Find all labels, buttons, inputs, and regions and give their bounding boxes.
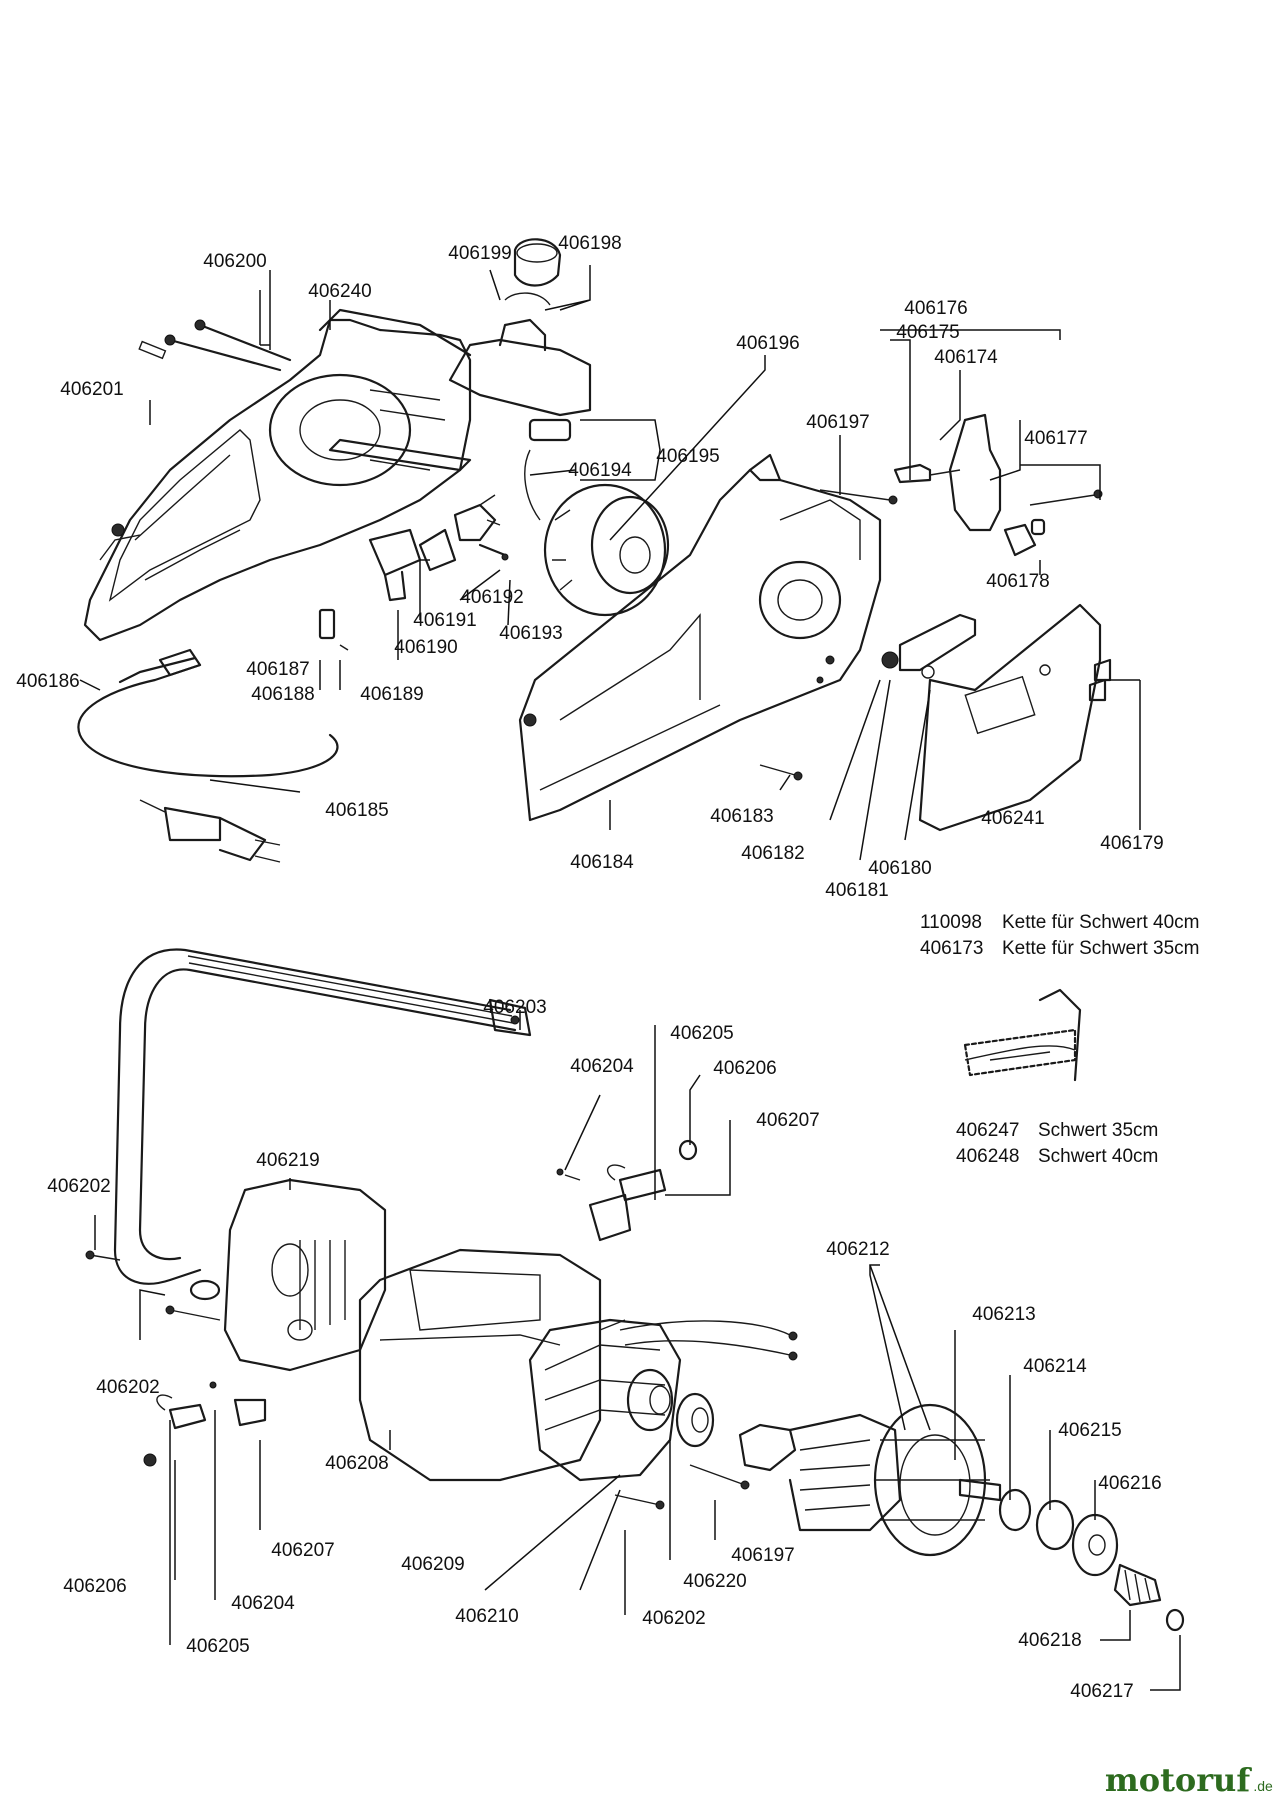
part-label: 406182 (741, 843, 804, 864)
part-label: 406175 (896, 322, 959, 343)
gear-train (998, 1488, 1185, 1632)
brand-logo: motoruf .de (1105, 1761, 1273, 1799)
oil-tank (448, 238, 592, 442)
housing-bolts (164, 319, 292, 372)
part-label: 406204 (570, 1056, 634, 1077)
leader-lines-upper (79, 265, 1141, 861)
part-label: 406190 (394, 637, 457, 658)
stator-housing (358, 1248, 626, 1482)
bar-plate-parts (881, 603, 1112, 832)
bearing (675, 1392, 715, 1448)
part-label: 406178 (986, 571, 1049, 592)
part-number-labels: 406200 406240 406199 406198 406196 40617… (16, 233, 1163, 1702)
part-label: 406186 (16, 671, 79, 692)
motor-housing (83, 308, 472, 642)
part-label: 406201 (60, 379, 123, 400)
part-label: 406210 (455, 1606, 518, 1627)
part-label: 406177 (1024, 428, 1087, 449)
part-label: 406205 (186, 1636, 249, 1657)
part-label: 406199 (448, 243, 511, 264)
note-desc: Kette für Schwert 40cm (1002, 912, 1199, 933)
part-label: 406206 (713, 1058, 776, 1079)
part-label: 406212 (826, 1239, 889, 1260)
handle-bow (113, 948, 532, 1301)
part-label: 406207 (271, 1540, 334, 1561)
part-label: 406209 (401, 1554, 464, 1575)
part-label: 406180 (868, 858, 931, 879)
part-label: 406187 (246, 659, 309, 680)
chain-cover (518, 453, 882, 822)
part-label: 406195 (656, 446, 719, 467)
bar-notes: 406247 Schwert 35cm 406248 Schwert 40cm (956, 1120, 1158, 1167)
note-part: 406247 (956, 1120, 1019, 1141)
note-part: 110098 (920, 912, 982, 933)
part-label: 406179 (1100, 833, 1163, 854)
part-label: 406193 (499, 623, 562, 644)
power-cable (77, 648, 339, 863)
note-part: 406173 (920, 938, 983, 959)
part-label: 406205 (670, 1023, 733, 1044)
part-label: 406214 (1023, 1356, 1087, 1377)
part-label: 406184 (570, 852, 634, 873)
part-label: 406198 (558, 233, 621, 254)
brushes-lower (143, 1139, 698, 1467)
screws-upper (759, 489, 1103, 781)
part-label: 406215 (1058, 1420, 1121, 1441)
part-label: 406192 (460, 587, 523, 608)
leader-lines-lower (94, 1010, 1181, 1691)
part-label: 406196 (736, 333, 799, 354)
part-label: 406200 (203, 251, 266, 272)
part-label: 406206 (63, 1576, 126, 1597)
note-desc: Kette für Schwert 35cm (1002, 938, 1199, 959)
part-label: 406185 (325, 800, 388, 821)
part-label: 406197 (731, 1545, 794, 1566)
part-label: 406191 (413, 610, 476, 631)
chain-and-bar (963, 988, 1082, 1082)
part-label: 406240 (308, 281, 371, 302)
part-label: 406204 (231, 1593, 295, 1614)
part-label: 406202 (47, 1176, 110, 1197)
part-label: 406189 (360, 684, 423, 705)
armature (738, 1403, 1002, 1557)
part-label: 406220 (683, 1571, 746, 1592)
chain-notes: 110098 Kette für Schwert 40cm 406173 Ket… (920, 912, 1199, 959)
part-label: 406202 (642, 1608, 705, 1629)
part-label: 406203 (483, 997, 546, 1018)
field-coil (528, 1318, 798, 1482)
part-label: 406218 (1018, 1630, 1081, 1651)
part-label: 406219 (256, 1150, 319, 1171)
part-label: 406194 (568, 460, 632, 481)
part-label: 406208 (325, 1453, 388, 1474)
part-label: 406188 (251, 684, 314, 705)
screws-lower (85, 1250, 750, 1510)
note-desc: Schwert 40cm (1038, 1146, 1158, 1167)
brand-tld: .de (1253, 1778, 1273, 1794)
part-label: 406217 (1070, 1681, 1133, 1702)
part-label: 406213 (972, 1304, 1035, 1325)
part-label: 406183 (710, 806, 773, 827)
part-label: 406207 (756, 1110, 819, 1131)
part-label: 406216 (1098, 1473, 1161, 1494)
note-desc: Schwert 35cm (1038, 1120, 1158, 1141)
fan-cover (223, 1178, 387, 1372)
part-label: 406197 (806, 412, 869, 433)
sprocket-drum (543, 483, 670, 617)
part-label: 406174 (934, 347, 998, 368)
part-label: 406176 (904, 298, 967, 319)
note-part: 406248 (956, 1146, 1019, 1167)
chain-tensioner (893, 413, 1046, 557)
part-label: 406181 (825, 880, 888, 901)
brand-name: motoruf (1105, 1761, 1252, 1799)
part-label: 406202 (96, 1377, 159, 1398)
part-label: 406241 (981, 808, 1044, 829)
